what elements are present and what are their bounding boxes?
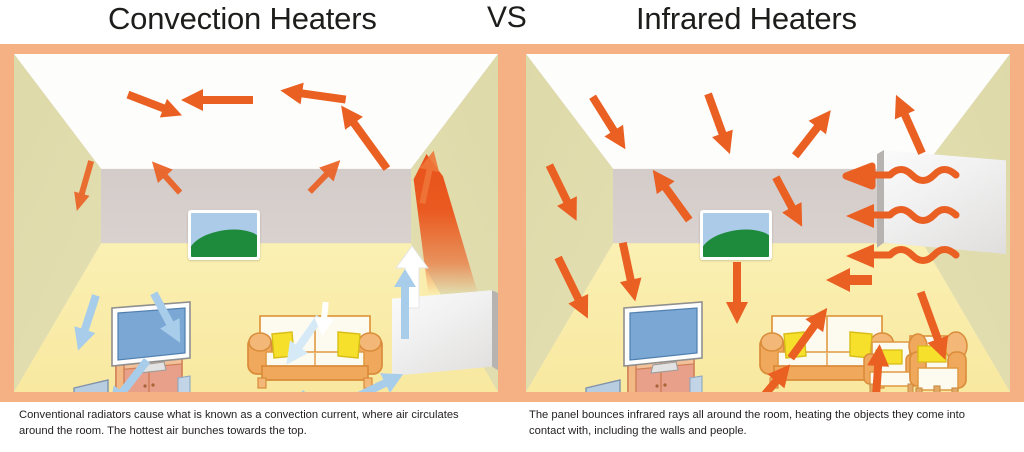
right-ir-arrow-to-sofa-back <box>782 301 836 364</box>
left-wall-picture <box>188 210 260 260</box>
caption-left: Conventional radiators cause what is kno… <box>19 409 459 437</box>
right-ir-arrow-ceiling-right-up <box>786 103 839 162</box>
left-hot-arrow-wall-descend <box>69 159 99 213</box>
right-ir-arrow-to-armchair-up <box>863 343 890 392</box>
title-convection-heaters: Convection Heaters <box>108 1 377 36</box>
left-cold-air-into-panel-arrow <box>392 269 418 339</box>
left-room <box>14 54 498 392</box>
right-room <box>526 54 1010 392</box>
left-panel-updraft-white-arrow <box>394 245 430 309</box>
picture-sky <box>191 213 257 257</box>
title-infrared-heaters: Infrared Heaters <box>636 1 857 36</box>
left-cold-arrow-floor-3 <box>346 364 408 392</box>
left-cold-arrow-tv-top-right <box>144 288 190 348</box>
right-television-on-cabinet <box>584 301 714 392</box>
picture-hill <box>703 227 769 257</box>
right-ir-arrow-corner-up-right <box>886 90 932 157</box>
right-ir-arrow-panel-left-big <box>826 268 872 292</box>
left-cold-arrow-floor-2 <box>264 390 322 392</box>
right-ir-arrow-wall-left-lower <box>548 253 598 324</box>
right-ceiling <box>526 54 1010 169</box>
left-diagram-frame <box>0 44 512 402</box>
right-ir-arrow-to-sofa-floor <box>735 357 798 392</box>
title-vs: VS <box>487 1 527 34</box>
infrared-wave-ray-3 <box>844 242 960 268</box>
right-ir-arrow-to-tv <box>612 240 646 303</box>
left-hot-arrow-ceiling-2 <box>181 89 253 111</box>
left-cold-arrow-tv-top-left <box>68 292 107 354</box>
right-ir-arrow-to-armchair-down <box>910 288 955 363</box>
right-ir-arrow-backwall-down-right <box>766 172 812 232</box>
right-ir-arrow-ceiling-left-down <box>583 91 635 155</box>
left-hot-arrow-corner-up <box>332 99 396 175</box>
panel-edge <box>492 290 498 371</box>
caption-right: The panel bounces infrared rays all arou… <box>529 409 965 437</box>
right-ir-arrow-ceiling-mid-down <box>698 90 741 158</box>
left-ceiling <box>14 54 498 169</box>
left-hot-arrow-backwall-left <box>145 155 188 200</box>
left-hot-arrow-ceiling-3 <box>279 80 347 111</box>
right-ir-arrow-backwall-up-left <box>644 163 698 226</box>
infrared-wave-ray-1 <box>842 162 960 190</box>
left-hot-arrow-plume-branch <box>413 149 444 206</box>
left-hot-arrow-ceiling-1 <box>124 84 186 125</box>
right-ir-arrow-wall-left-down <box>540 160 587 225</box>
panel-edge <box>877 150 884 248</box>
picture-sky <box>703 213 769 257</box>
left-cold-arrow-down-cabinet <box>100 354 156 392</box>
left-hot-arrow-backwall-right <box>303 153 348 199</box>
right-wall-picture <box>700 210 772 260</box>
infrared-wave-ray-2 <box>844 202 960 228</box>
picture-hill <box>191 227 257 257</box>
left-cold-arrow-sofa-top <box>312 301 335 337</box>
title-bar: Convection Heaters VS Infrared Heaters <box>0 0 1024 44</box>
right-diagram-frame <box>512 44 1024 402</box>
left-cold-arrow-sofa <box>277 311 328 371</box>
right-ir-arrow-to-picture-down <box>726 262 748 324</box>
